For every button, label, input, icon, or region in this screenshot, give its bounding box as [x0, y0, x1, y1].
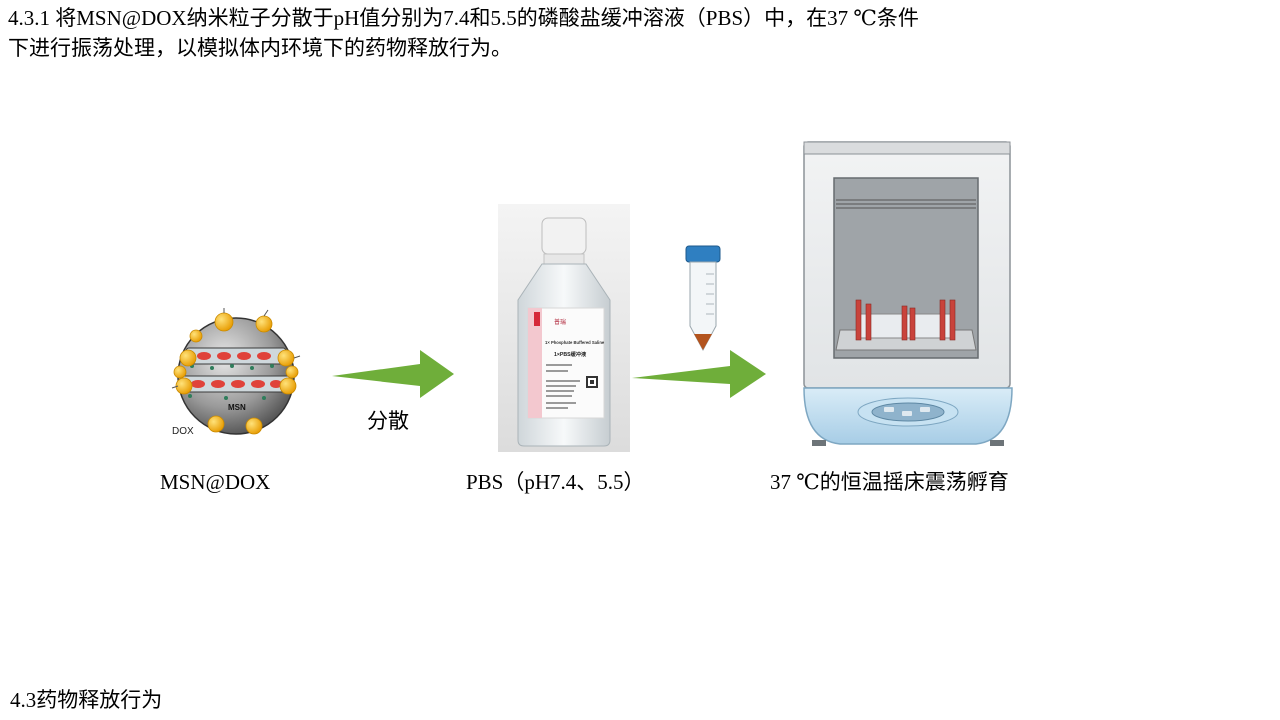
bottle-label-line1: 1× Phosphate Buffered Saline: [545, 340, 605, 345]
disperse-label: 分散: [367, 409, 409, 433]
msn-core-label: MSN: [228, 403, 246, 412]
bottle-label-line2: 1×PBS缓冲液: [554, 350, 587, 358]
section-footer: 4.3药物释放行为: [10, 688, 163, 712]
pbs-bottle: 普瑞 1× Phosphate Buffered Saline 1×PBS缓冲液: [498, 204, 630, 452]
bottle-brand: 普瑞: [554, 318, 566, 326]
arrow-incubate: [632, 350, 766, 398]
dox-label: DOX: [172, 426, 194, 437]
centrifuge-tube: [685, 245, 721, 352]
incubator-label: 37 ℃的恒温摇床震荡孵育: [770, 470, 1009, 494]
caption-line-2: 下进行振荡处理，以模拟体内环境下的药物释放行为。: [8, 36, 512, 60]
msn-dox-nanoparticle: MSN DOX: [171, 308, 301, 437]
msn-dox-label: MSN@DOX: [160, 470, 271, 494]
pbs-label: PBS（pH7.4、5.5）: [466, 470, 645, 494]
arrow-disperse: [332, 350, 454, 398]
caption-line-1: 4.3.1 将MSN@DOX纳米粒子分散于pH值分别为7.4和5.5的磷酸盐缓冲…: [8, 6, 919, 30]
shaking-incubator: [803, 141, 1013, 446]
